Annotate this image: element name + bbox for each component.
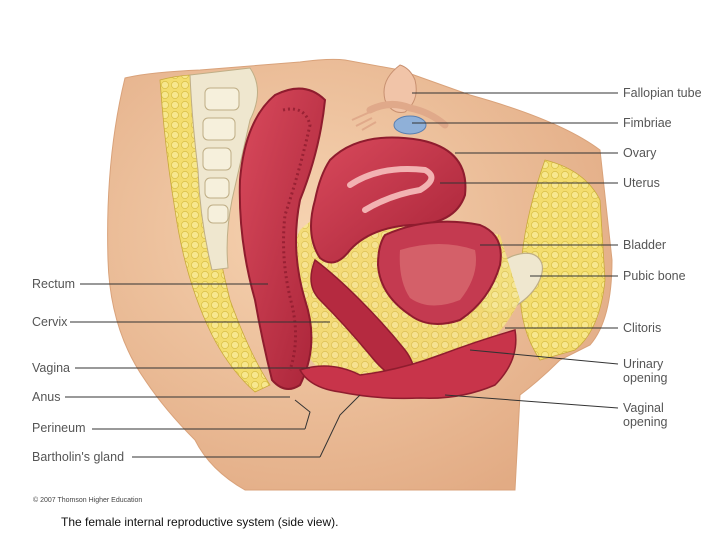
label-urinary-opening: Urinary opening — [623, 357, 693, 385]
label-fallopian-tube: Fallopian tube — [623, 86, 702, 100]
label-anus: Anus — [32, 390, 61, 404]
figure-caption: The female internal reproductive system … — [61, 515, 338, 529]
ovary — [394, 116, 426, 134]
label-clitoris: Clitoris — [623, 321, 661, 335]
label-perineum: Perineum — [32, 421, 86, 435]
label-bartholins-gland: Bartholin's gland — [32, 450, 124, 464]
label-vaginal-opening: Vaginal opening — [623, 401, 693, 429]
copyright-notice: © 2007 Thomson Higher Education — [33, 497, 142, 504]
label-uterus: Uterus — [623, 176, 660, 190]
label-cervix: Cervix — [32, 315, 67, 329]
label-pubic-bone: Pubic bone — [623, 269, 686, 283]
label-bladder: Bladder — [623, 238, 666, 252]
label-fimbriae: Fimbriae — [623, 116, 672, 130]
label-rectum: Rectum — [32, 277, 75, 291]
label-vagina: Vagina — [32, 361, 70, 375]
label-ovary: Ovary — [623, 146, 656, 160]
